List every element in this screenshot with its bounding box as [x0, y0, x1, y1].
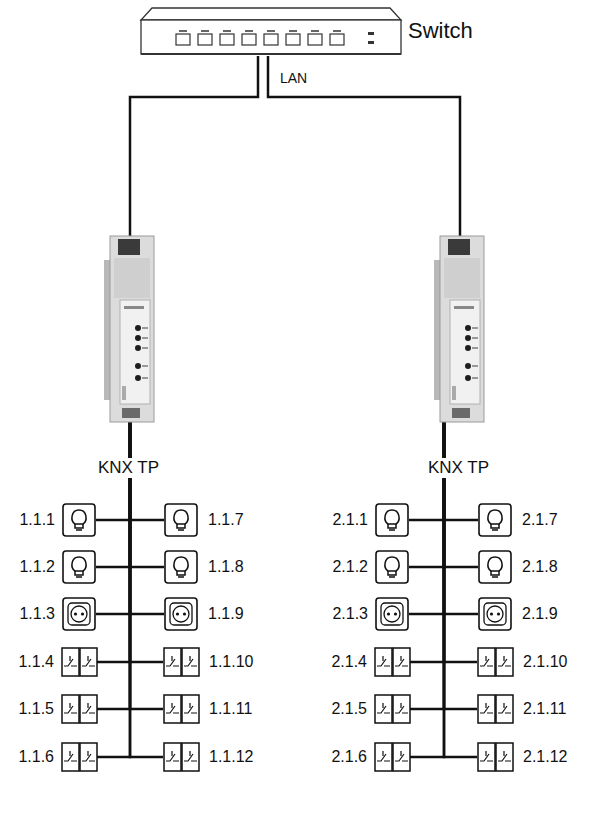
light-actuator: 1.1.8 [164, 550, 198, 584]
push-button: 2.1.12 [477, 742, 513, 772]
socket-symbol [62, 597, 96, 631]
button-symbol [163, 694, 199, 724]
device-label: Switch [408, 18, 473, 43]
router-symbol [430, 236, 490, 422]
lan-cable [130, 56, 258, 236]
network-label: LAN [280, 70, 307, 86]
knx-bus-line [96, 422, 130, 614]
socket-symbol [478, 597, 512, 631]
push-button: 2.1.4 [374, 647, 410, 677]
device-address: 2.1.8 [522, 558, 558, 576]
device-address: 1.1.8 [208, 558, 244, 576]
button-symbol [163, 647, 199, 677]
bus-label: KNX TP [96, 458, 161, 478]
device-address: 1.1.10 [209, 653, 253, 671]
bulb-symbol [478, 503, 512, 537]
light-actuator: 2.1.1 [375, 503, 409, 537]
device-address: 1.1.3 [19, 605, 55, 623]
device-address: 1.1.7 [208, 511, 244, 529]
bus-label: KNX TP [426, 458, 491, 478]
device-address: 2.1.2 [332, 558, 368, 576]
device-address: 2.1.10 [523, 653, 567, 671]
push-button: 2.1.10 [477, 647, 513, 677]
socket-actuator: 2.1.3 [375, 597, 409, 631]
device-address: 1.1.4 [18, 653, 54, 671]
push-button: 1.1.11 [163, 694, 199, 724]
button-symbol [374, 694, 410, 724]
device-address: 1.1.1 [19, 511, 55, 529]
bulb-symbol [478, 550, 512, 584]
socket-actuator: 1.1.3 [62, 597, 96, 631]
knx-bus-line [409, 422, 444, 567]
device-address: 2.1.7 [522, 511, 558, 529]
device-address: 2.1.4 [331, 653, 367, 671]
switch-symbol [140, 8, 402, 56]
device-address: 1.1.5 [18, 700, 54, 718]
device-address: 1.1.9 [208, 605, 244, 623]
bulb-symbol [375, 503, 409, 537]
device-address: 2.1.1 [332, 511, 368, 529]
device-address: 1.1.2 [19, 558, 55, 576]
button-symbol [374, 742, 410, 772]
button-symbol [61, 647, 97, 677]
knx-bus-line [96, 422, 130, 567]
network-switch: Switch [140, 8, 402, 56]
light-actuator: 1.1.7 [164, 503, 198, 537]
socket-symbol [375, 597, 409, 631]
push-button: 1.1.6 [61, 742, 97, 772]
bulb-symbol [164, 550, 198, 584]
knx-bus-line [130, 422, 164, 614]
knx-bus-line [409, 422, 444, 614]
device-address: 1.1.12 [209, 748, 253, 766]
lan-cable [268, 56, 460, 236]
button-symbol [61, 742, 97, 772]
push-button: 2.1.11 [477, 694, 513, 724]
device-address: 2.1.6 [331, 748, 367, 766]
knx-bus-line [444, 422, 478, 614]
ip-router: KNX TP [100, 236, 160, 422]
device-address: 2.1.9 [522, 605, 558, 623]
button-symbol [477, 694, 513, 724]
device-address: 2.1.12 [523, 748, 567, 766]
knx-bus-line [130, 422, 164, 567]
push-button: 2.1.6 [374, 742, 410, 772]
bulb-symbol [62, 503, 96, 537]
device-address: 2.1.11 [523, 700, 566, 718]
bulb-symbol [62, 550, 96, 584]
router-symbol [100, 236, 160, 422]
socket-actuator: 2.1.9 [478, 597, 512, 631]
bulb-symbol [375, 550, 409, 584]
push-button: 1.1.4 [61, 647, 97, 677]
bulb-symbol [164, 503, 198, 537]
push-button: 1.1.10 [163, 647, 199, 677]
light-actuator: 1.1.2 [62, 550, 96, 584]
push-button: 2.1.5 [374, 694, 410, 724]
push-button: 1.1.12 [163, 742, 199, 772]
button-symbol [477, 647, 513, 677]
device-address: 1.1.6 [18, 748, 54, 766]
socket-symbol [164, 597, 198, 631]
light-actuator: 2.1.8 [478, 550, 512, 584]
knx-bus-line [444, 422, 478, 567]
device-address: 2.1.3 [332, 605, 368, 623]
button-symbol [163, 742, 199, 772]
device-address: 2.1.5 [331, 700, 367, 718]
button-symbol [477, 742, 513, 772]
light-actuator: 1.1.1 [62, 503, 96, 537]
push-button: 1.1.5 [61, 694, 97, 724]
ip-router: KNX TP [430, 236, 490, 422]
button-symbol [374, 647, 410, 677]
light-actuator: 2.1.2 [375, 550, 409, 584]
button-symbol [61, 694, 97, 724]
socket-actuator: 1.1.9 [164, 597, 198, 631]
device-address: 1.1.11 [209, 700, 252, 718]
light-actuator: 2.1.7 [478, 503, 512, 537]
